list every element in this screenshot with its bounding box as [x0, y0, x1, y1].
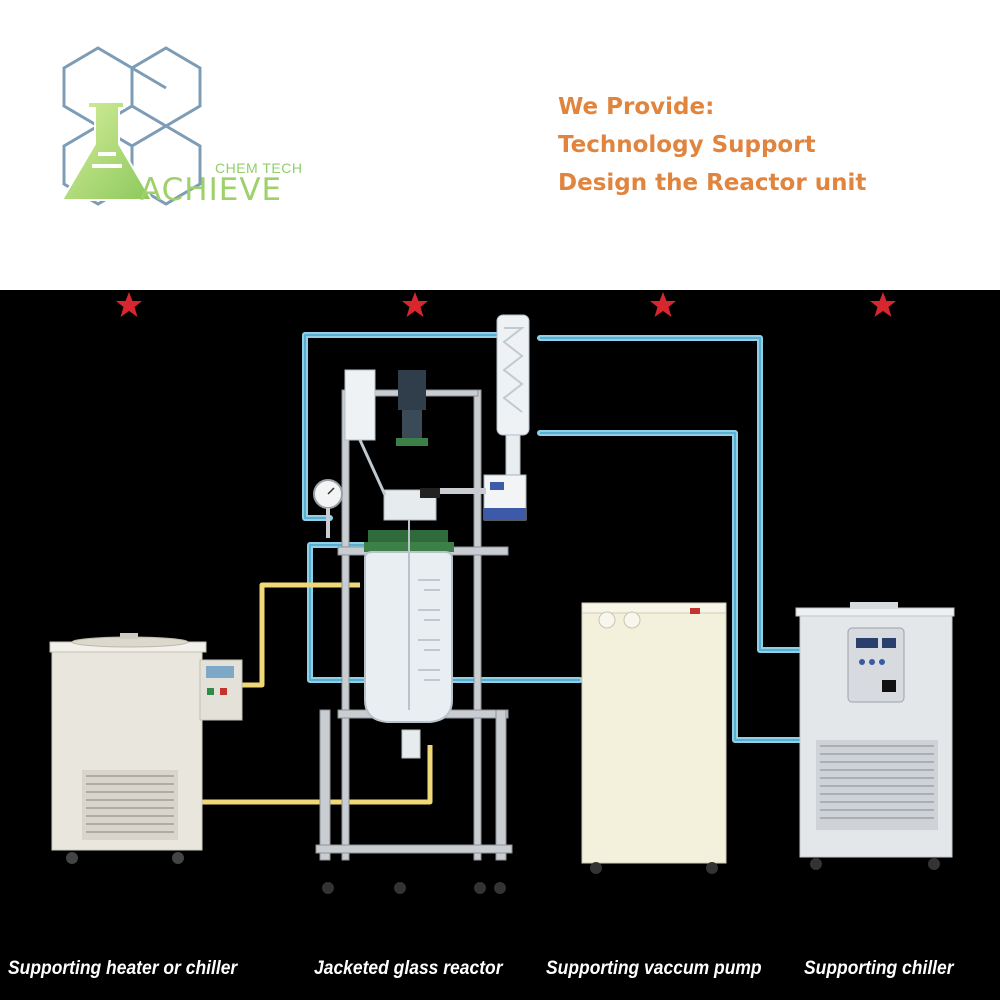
provide-line-1: We Provide:	[558, 94, 715, 120]
caption-reactor: Jacketed glass reactor	[314, 958, 503, 979]
logo-subtitle: CHEM TECH	[215, 160, 303, 176]
flask-hexagon-logo-icon	[60, 46, 202, 206]
heater-unit	[49, 633, 243, 864]
logo-title: ACHIEVE	[140, 172, 283, 208]
blue-hose-shading	[304, 334, 800, 741]
provide-line-3: Design the Reactor unit	[558, 170, 867, 196]
caption-pump: Supporting vaccum pump	[546, 958, 762, 979]
star-icon	[116, 292, 142, 317]
glass-reactor	[313, 314, 530, 759]
chiller-unit	[795, 602, 955, 870]
caption-chiller: Supporting chiller	[804, 958, 954, 979]
achieve-logo	[40, 40, 320, 220]
star-icon	[650, 292, 676, 317]
equipment-illustration: Supporting heater or chiller Jacketed gl…	[0, 290, 1000, 1000]
star-icon	[402, 292, 428, 317]
provide-text: We Provide: Technology Support Design th…	[558, 88, 866, 202]
yellow-hoses	[200, 582, 433, 805]
equipment-diagram	[49, 314, 955, 894]
header: CHEM TECH ACHIEVE We Provide: Technology…	[0, 0, 1000, 290]
provide-line-2: Technology Support	[558, 132, 816, 158]
caption-heater: Supporting heater or chiller	[8, 958, 238, 979]
star-icon	[870, 292, 896, 317]
vacuum-pump-unit	[581, 602, 727, 874]
